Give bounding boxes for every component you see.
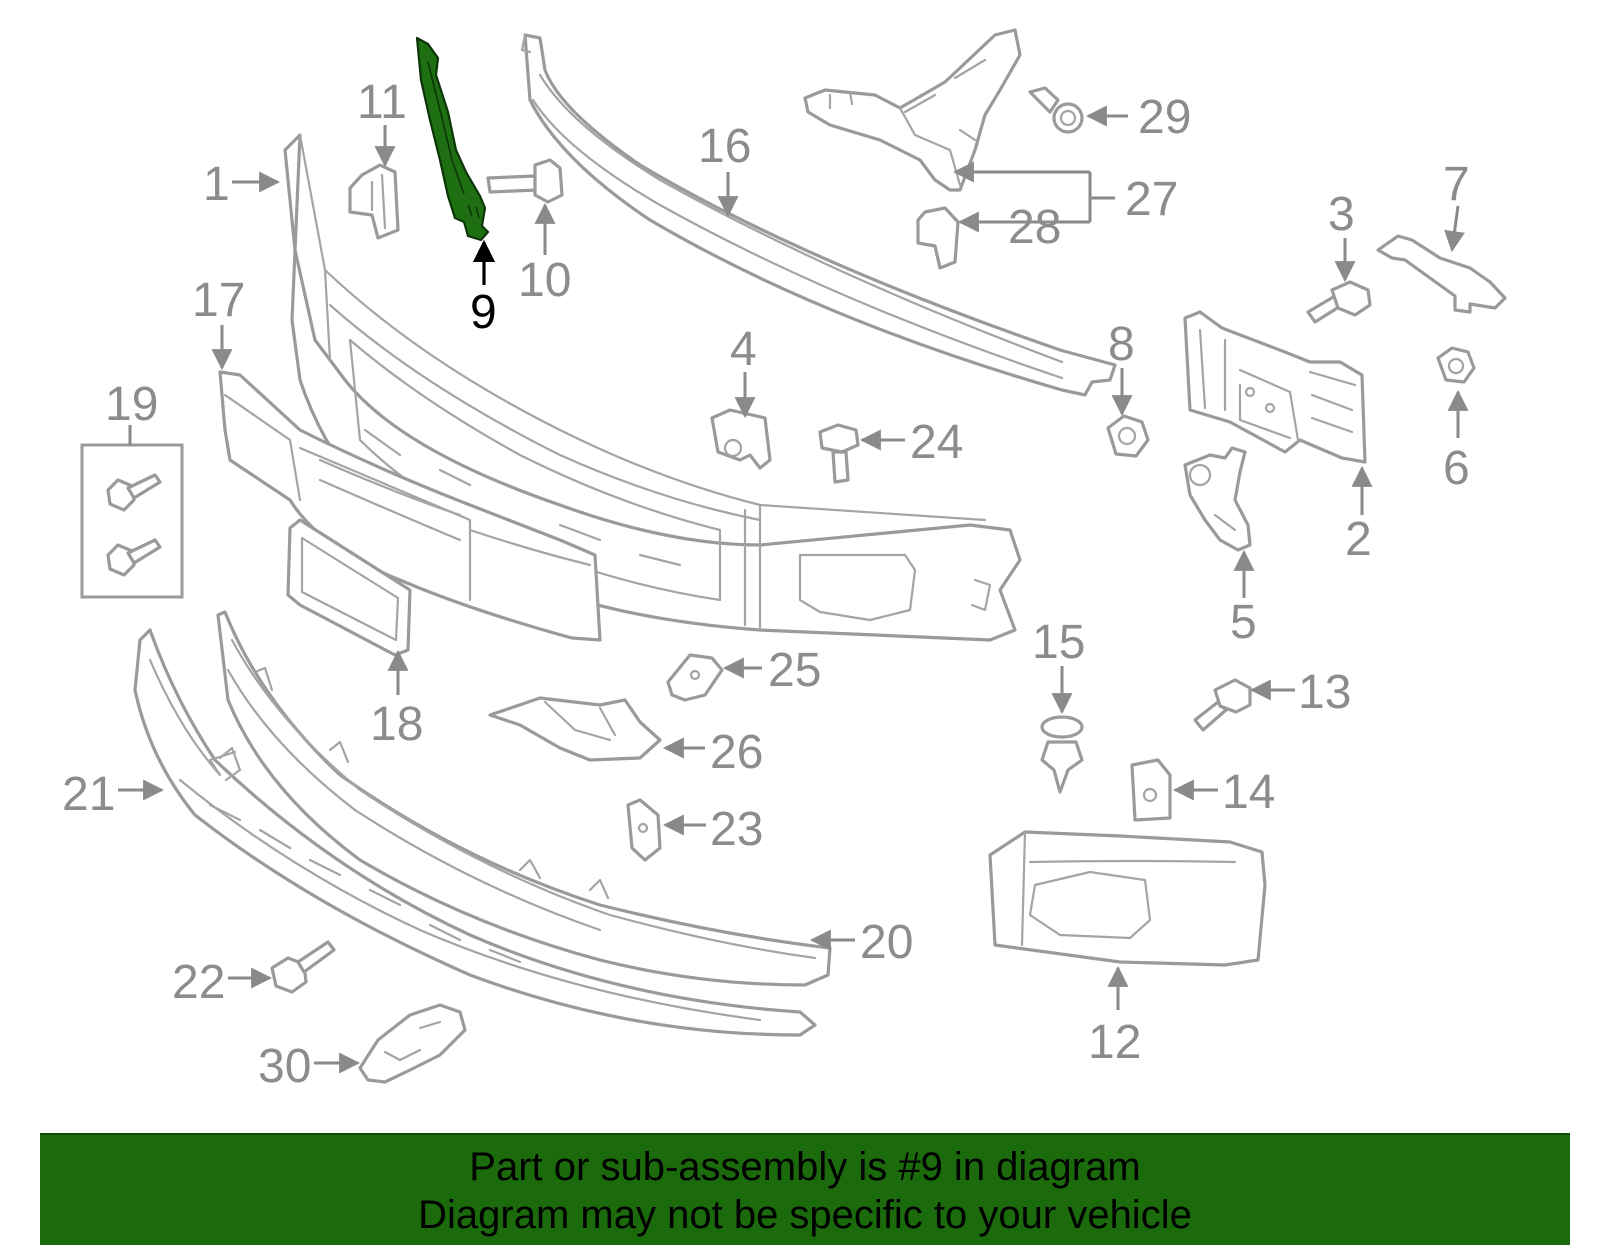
callout-labels: 1 2 3 4 5 6 7 8 9 10 11 12 13 14 15 16 1… xyxy=(62,76,1470,1093)
callout-3: 3 xyxy=(1328,188,1355,241)
callout-12: 12 xyxy=(1088,1016,1141,1069)
part-22-bolt xyxy=(270,940,336,994)
part-4-clip xyxy=(710,408,772,470)
info-banner: Part or sub-assembly is #9 in diagram Di… xyxy=(40,1133,1570,1245)
leader-lines xyxy=(118,105,1469,1074)
part-7-bar xyxy=(1376,234,1507,314)
callout-15: 15 xyxy=(1032,616,1085,669)
part-9-bracket-highlighted xyxy=(415,36,490,242)
callout-5: 5 xyxy=(1230,596,1257,649)
banner-line-disclaimer: Diagram may not be specific to your vehi… xyxy=(418,1193,1192,1237)
part-10-bolt xyxy=(486,158,564,204)
callout-29: 29 xyxy=(1138,91,1191,144)
callout-18: 18 xyxy=(370,698,423,751)
callout-8: 8 xyxy=(1108,318,1135,371)
part-15-push-pin xyxy=(1040,715,1084,794)
callout-17: 17 xyxy=(192,274,245,327)
part-3-bolt xyxy=(1306,280,1372,324)
part-8-nut xyxy=(1106,414,1150,458)
callout-19: 19 xyxy=(105,378,158,431)
callout-21: 21 xyxy=(62,768,115,821)
part-27-bracket xyxy=(803,28,1022,192)
banner-line-part: Part or sub-assembly is #9 in diagram xyxy=(469,1145,1141,1189)
callout-9: 9 xyxy=(470,286,497,339)
part-24-bolt xyxy=(818,423,860,484)
part-14-clip xyxy=(1130,758,1172,822)
part-19-bolt-kit xyxy=(80,443,184,599)
callout-22: 22 xyxy=(172,956,225,1009)
part-23-clip xyxy=(626,798,662,862)
callout-4: 4 xyxy=(730,323,757,376)
part-2-mount-bracket xyxy=(1183,310,1367,464)
callout-2: 2 xyxy=(1345,513,1372,566)
part-5-tow-bracket xyxy=(1183,446,1252,552)
callout-16: 16 xyxy=(698,120,751,173)
callout-14: 14 xyxy=(1222,766,1275,819)
part-17-reinforcement xyxy=(218,370,602,642)
part-21-air-deflector xyxy=(133,628,817,1037)
callout-13: 13 xyxy=(1298,666,1351,719)
part-13-bolt xyxy=(1193,678,1252,732)
callout-24: 24 xyxy=(910,416,963,469)
callout-11: 11 xyxy=(357,76,407,129)
callout-1: 1 xyxy=(203,158,230,211)
callout-20: 20 xyxy=(860,916,913,969)
part-16-upper-bar xyxy=(520,33,1117,397)
part-26-shield xyxy=(488,696,662,762)
part-30-tow-hook xyxy=(358,1003,467,1084)
callout-10: 10 xyxy=(518,254,571,307)
callout-6: 6 xyxy=(1443,442,1470,495)
callout-27: 27 xyxy=(1125,173,1178,226)
callout-23: 23 xyxy=(710,803,763,856)
part-28-clip xyxy=(916,206,960,270)
callout-25: 25 xyxy=(768,644,821,697)
callout-26: 26 xyxy=(710,726,763,779)
part-29-push-pin xyxy=(1028,86,1084,134)
part-12-end-cap xyxy=(988,830,1267,967)
callout-30: 30 xyxy=(258,1040,311,1093)
part-25-clip xyxy=(666,653,724,702)
callout-7: 7 xyxy=(1443,158,1470,211)
callout-28: 28 xyxy=(1008,201,1061,254)
part-11-clip xyxy=(348,163,400,240)
part-6-nut xyxy=(1436,346,1476,384)
